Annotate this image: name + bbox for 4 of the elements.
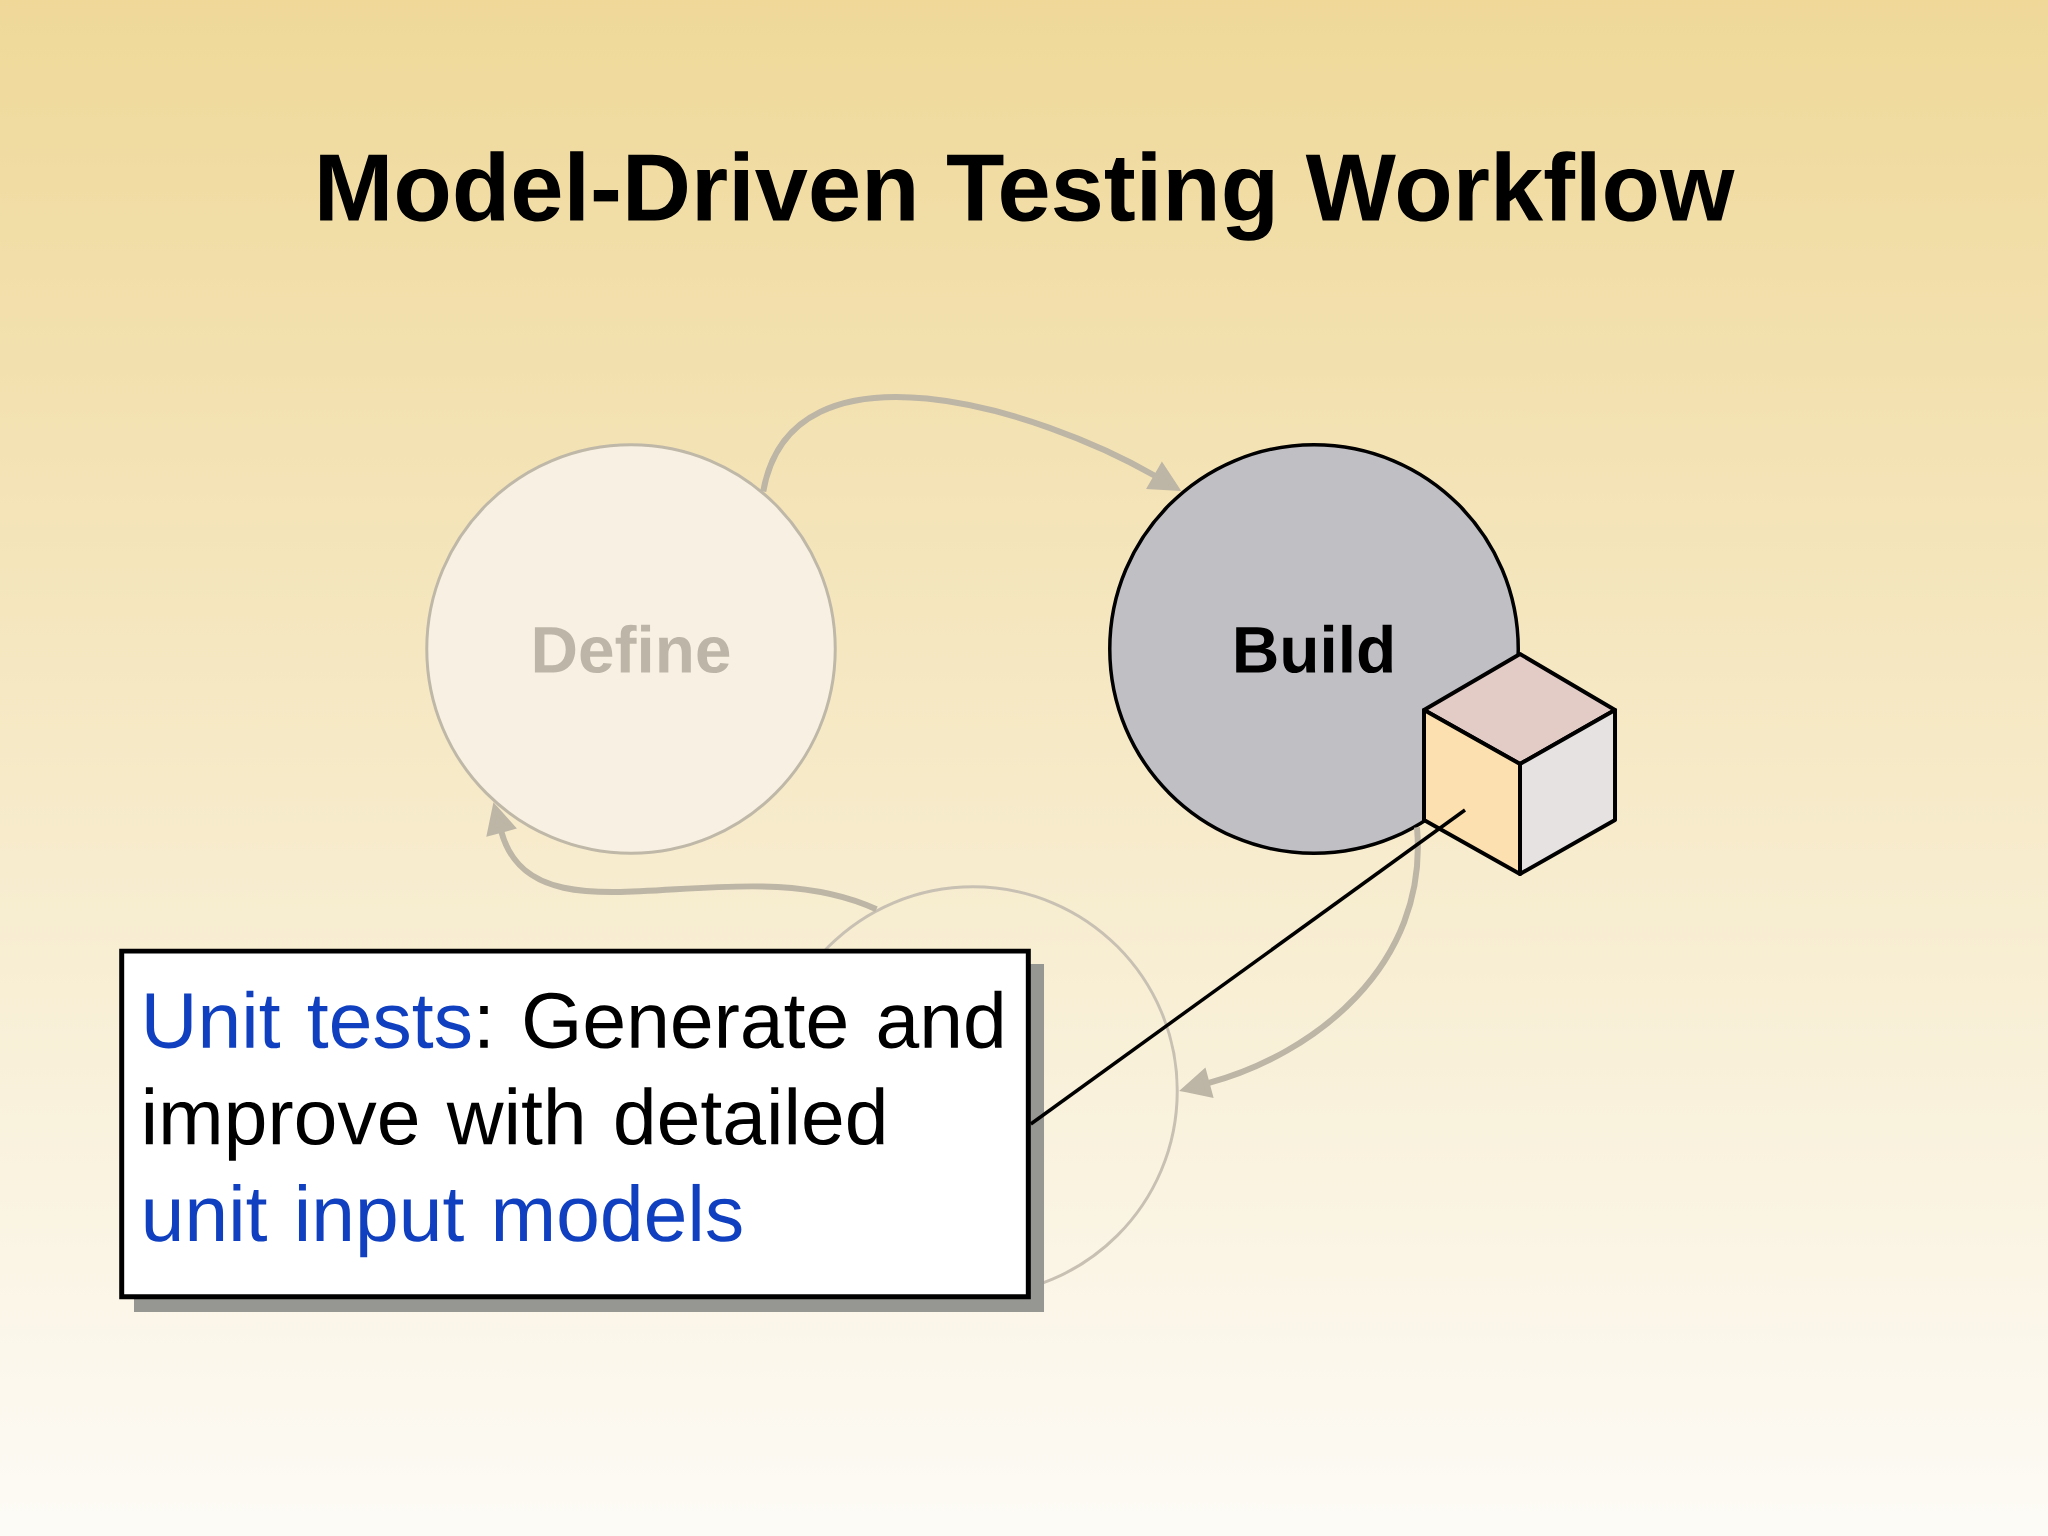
cube-drawing [1422, 652, 1617, 876]
callout-tooltip: Unit tests: Generate and improve with detailed unit input models [119, 948, 1044, 1312]
leader-line [1029, 808, 1467, 1126]
title: Model-Driven Testing Workflow [320, 151, 1735, 241]
